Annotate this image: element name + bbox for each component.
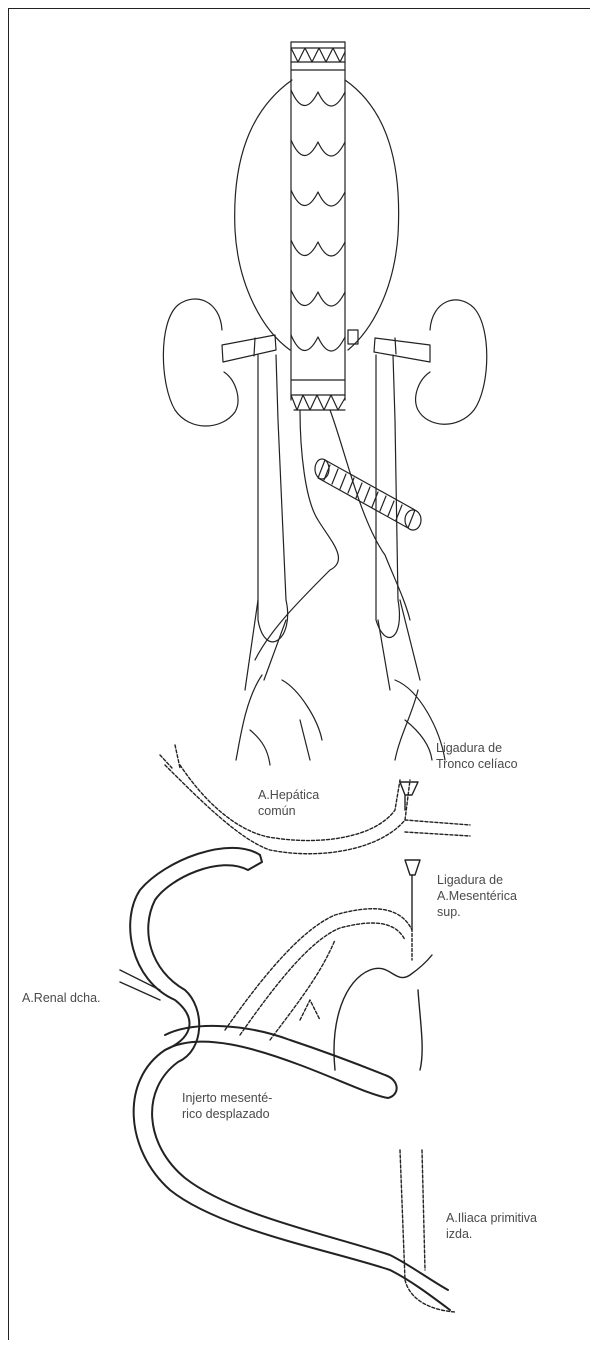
crossing-graft — [165, 1026, 397, 1098]
mesentery-outline — [334, 955, 432, 1070]
label-displaced-graft: Injerto mesenté- rico desplazado — [182, 1090, 272, 1122]
sma-ligature — [405, 860, 420, 930]
mesenteric-artery — [225, 909, 412, 1040]
label-left-iliac-artery: A.Iliaca primitiva izda. — [446, 1210, 537, 1242]
label-hepatic-artery: A.Hepática común — [258, 787, 319, 819]
celiac-ligature — [400, 782, 418, 810]
label-sma-ligature: Ligadura de A.Mesentérica sup. — [437, 872, 517, 920]
label-right-renal-artery: A.Renal dcha. — [22, 990, 101, 1006]
label-celiac-ligature: Ligadura de Tronco celíaco — [436, 740, 518, 772]
